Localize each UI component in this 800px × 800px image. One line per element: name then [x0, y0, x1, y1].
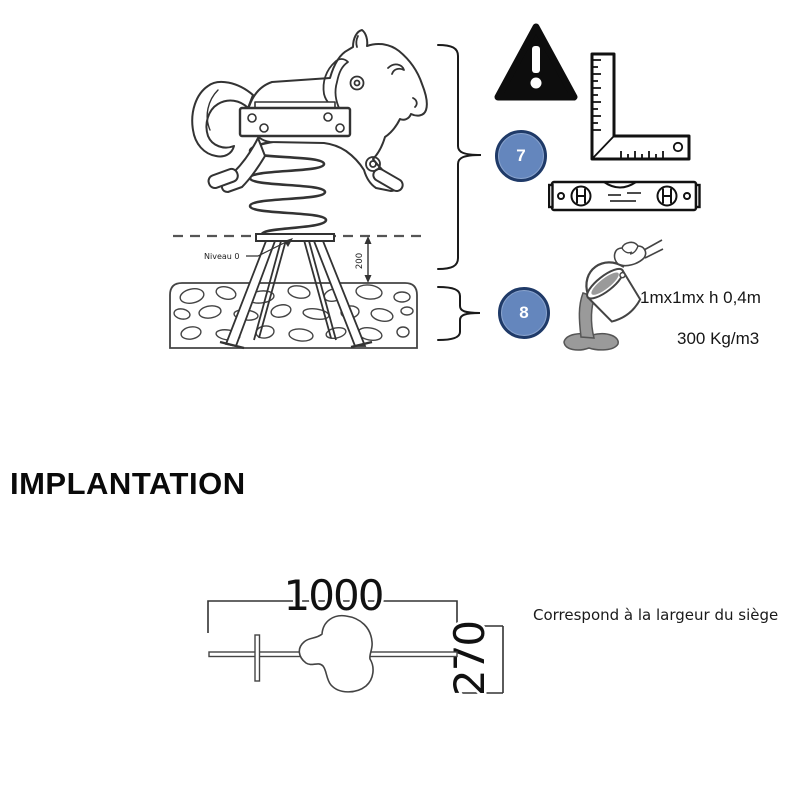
spring-rider-top-view: 1000 270: [207, 569, 504, 699]
spring-rider-side-view: Niveau 0 200: [169, 29, 428, 350]
section-heading: IMPLANTATION: [10, 466, 246, 501]
hand: [613, 239, 664, 267]
warning-triangle-icon: [494, 23, 578, 101]
width-dimension: [207, 600, 504, 694]
width-dim-text: 1000: [284, 571, 383, 620]
horse-rear-hoof: [207, 167, 239, 190]
horse-eye: [349, 75, 365, 91]
step8-brace: [437, 286, 481, 341]
mane: [322, 58, 349, 111]
seat-width-dim-text: 270: [445, 622, 494, 696]
ear-inner-line: [355, 35, 359, 48]
nostril: [412, 97, 418, 108]
base-plate: [255, 233, 335, 242]
concrete-volume-spec: 1mx1mx h 0,4m: [640, 288, 761, 307]
step8-number: 8: [519, 303, 529, 322]
step8-badge: 8: [498, 287, 550, 339]
concrete-density-spec: 300 Kg/m3: [677, 329, 760, 348]
footrest-peg: [365, 156, 381, 172]
horse-tail: [191, 80, 254, 158]
level-annotation: Niveau 0: [204, 238, 293, 261]
seat-width-caption: Correspond à la largeur du siège: [533, 606, 779, 624]
concrete-foundation: [169, 282, 418, 349]
step7-brace: [437, 44, 482, 270]
depth-dim-text: 200: [355, 253, 365, 269]
horse-figure: [191, 29, 428, 193]
horse-front-hoof: [372, 168, 404, 192]
bucket: [586, 267, 642, 323]
seat-body-top: [298, 614, 374, 693]
leader-arrow: [284, 238, 293, 247]
carpenter-square-icon: [590, 52, 691, 161]
bolt: [247, 113, 257, 123]
handlebar-top: [254, 634, 261, 682]
step7-badge: 7: [495, 130, 547, 182]
forelock-curl: [387, 63, 405, 75]
bolt: [259, 123, 269, 133]
step7-number: 7: [516, 146, 526, 165]
seat-plate: [238, 106, 352, 138]
bolt: [335, 123, 345, 133]
spirit-level-icon: [548, 180, 701, 212]
depth-dimension: 200: [355, 236, 372, 283]
anchor-legs: [219, 239, 373, 350]
bolt: [323, 112, 333, 122]
concrete-pour-icon: [563, 239, 664, 351]
level-label: Niveau 0: [204, 252, 239, 261]
step-braces: [437, 44, 482, 341]
